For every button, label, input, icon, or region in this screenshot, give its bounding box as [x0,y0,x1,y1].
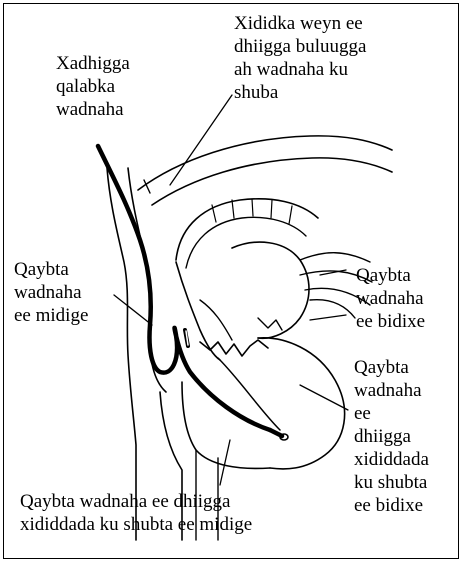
aortic-arch-inner [152,158,392,205]
label-left-atrium: Qaybta wadnaha ee bidixe [356,264,425,333]
right-atrium [176,262,220,360]
label-right-ventricle: Qaybta wadnaha ee dhiigga xididdada ku s… [20,490,252,536]
leader-left-atrium-2 [310,315,346,320]
label-aorta: Xididka weyn ee dhiigga buluugga ah wadn… [234,12,366,104]
label-left-ventricle: Qaybta wadnaha ee dhiigga xididdada ku s… [354,356,429,517]
leader-right-atrium [114,295,152,325]
label-right-atrium: Qaybta wadnaha ee midige [14,258,88,327]
left-atrium [232,242,309,338]
leader-left-ventricle [300,385,348,410]
label-catheter: Xadhigga qalabka wadnaha [56,52,130,121]
heart-outer [258,338,345,469]
leader-right-ventricle [220,440,230,485]
